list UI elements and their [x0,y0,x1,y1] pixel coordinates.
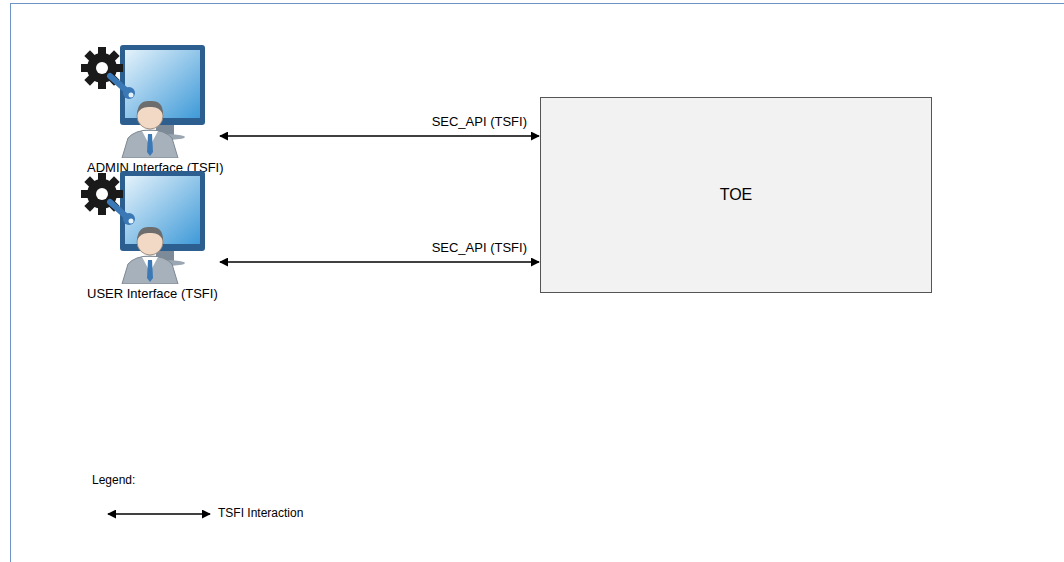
tsfi-connector [220,261,539,263]
actor-icon-node: USER Interface (TSFI) [80,166,300,303]
edge-label: SEC_API (TSFI) [430,114,529,130]
box-title: TOE [714,180,759,210]
edge-label: SEC_API (TSFI) [430,240,529,256]
legend-heading: Legend: [92,473,135,487]
admin-user-icon [80,166,210,284]
tsfi-connector [220,135,539,137]
interface-label: USER Interface (TSFI) [87,286,218,302]
legend-sample-arrow [108,513,210,515]
legend-text: TSFI Interaction [218,506,303,520]
admin-user-icon [80,40,210,158]
actor-icon-node: ADMIN Interface (TSFI) [80,40,300,177]
toe-box: TOE [540,97,932,293]
